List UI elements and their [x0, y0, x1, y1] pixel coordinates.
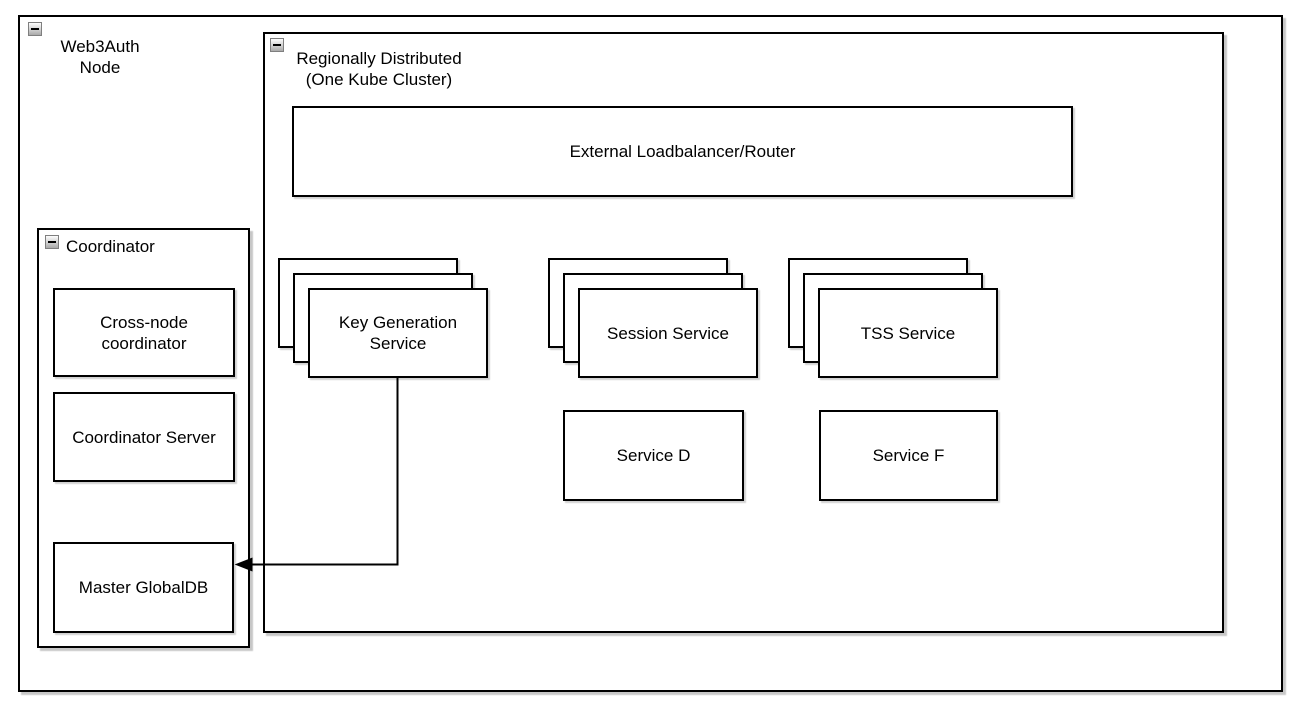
minus-glyph — [273, 44, 281, 46]
node-cross-node-coordinator: Cross-node coordinator — [53, 288, 235, 377]
container-title-coordinator: Coordinator — [66, 236, 155, 257]
node-label: TSS Service — [860, 323, 956, 343]
node-label: Coordinator Server — [72, 427, 216, 447]
collapse-icon[interactable] — [28, 22, 42, 36]
title-line: Coordinator — [66, 237, 155, 256]
node-label: Key Generation — [338, 313, 458, 332]
node-master-globaldb: Master GlobalDB — [53, 542, 234, 633]
node-service-d: Service D — [563, 410, 744, 501]
node-session-service: Session Service — [578, 288, 758, 378]
node-label: Cross-node — [100, 312, 188, 332]
node-label: coordinator — [101, 333, 187, 353]
title-line: Node — [79, 58, 121, 77]
node-label: Master GlobalDB — [78, 578, 209, 597]
title-line: Regionally Distributed — [296, 49, 462, 68]
collapse-icon[interactable] — [45, 235, 59, 249]
container-title-web3auth-node: Web3Auth Node — [38, 36, 162, 78]
node-label: Service — [369, 334, 427, 353]
minus-glyph — [48, 241, 56, 243]
container-title-regionally-distributed: Regionally Distributed (One Kube Cluster… — [288, 48, 470, 90]
title-line: Web3Auth — [60, 37, 140, 56]
node-service-f: Service F — [819, 410, 998, 501]
title-line: (One Kube Cluster) — [305, 70, 453, 89]
node-external-loadbalancer: External Loadbalancer/Router — [292, 106, 1073, 197]
node-tss-service: TSS Service — [818, 288, 998, 378]
node-label: Service F — [872, 446, 945, 465]
node-key-generation-service: Key Generation Service — [308, 288, 488, 378]
minus-glyph — [31, 28, 39, 30]
node-label: Service D — [616, 446, 691, 465]
node-coordinator-server: Coordinator Server — [53, 392, 235, 482]
node-label: External Loadbalancer/Router — [569, 142, 796, 161]
node-label: Session Service — [607, 323, 729, 343]
collapse-icon[interactable] — [270, 38, 284, 52]
